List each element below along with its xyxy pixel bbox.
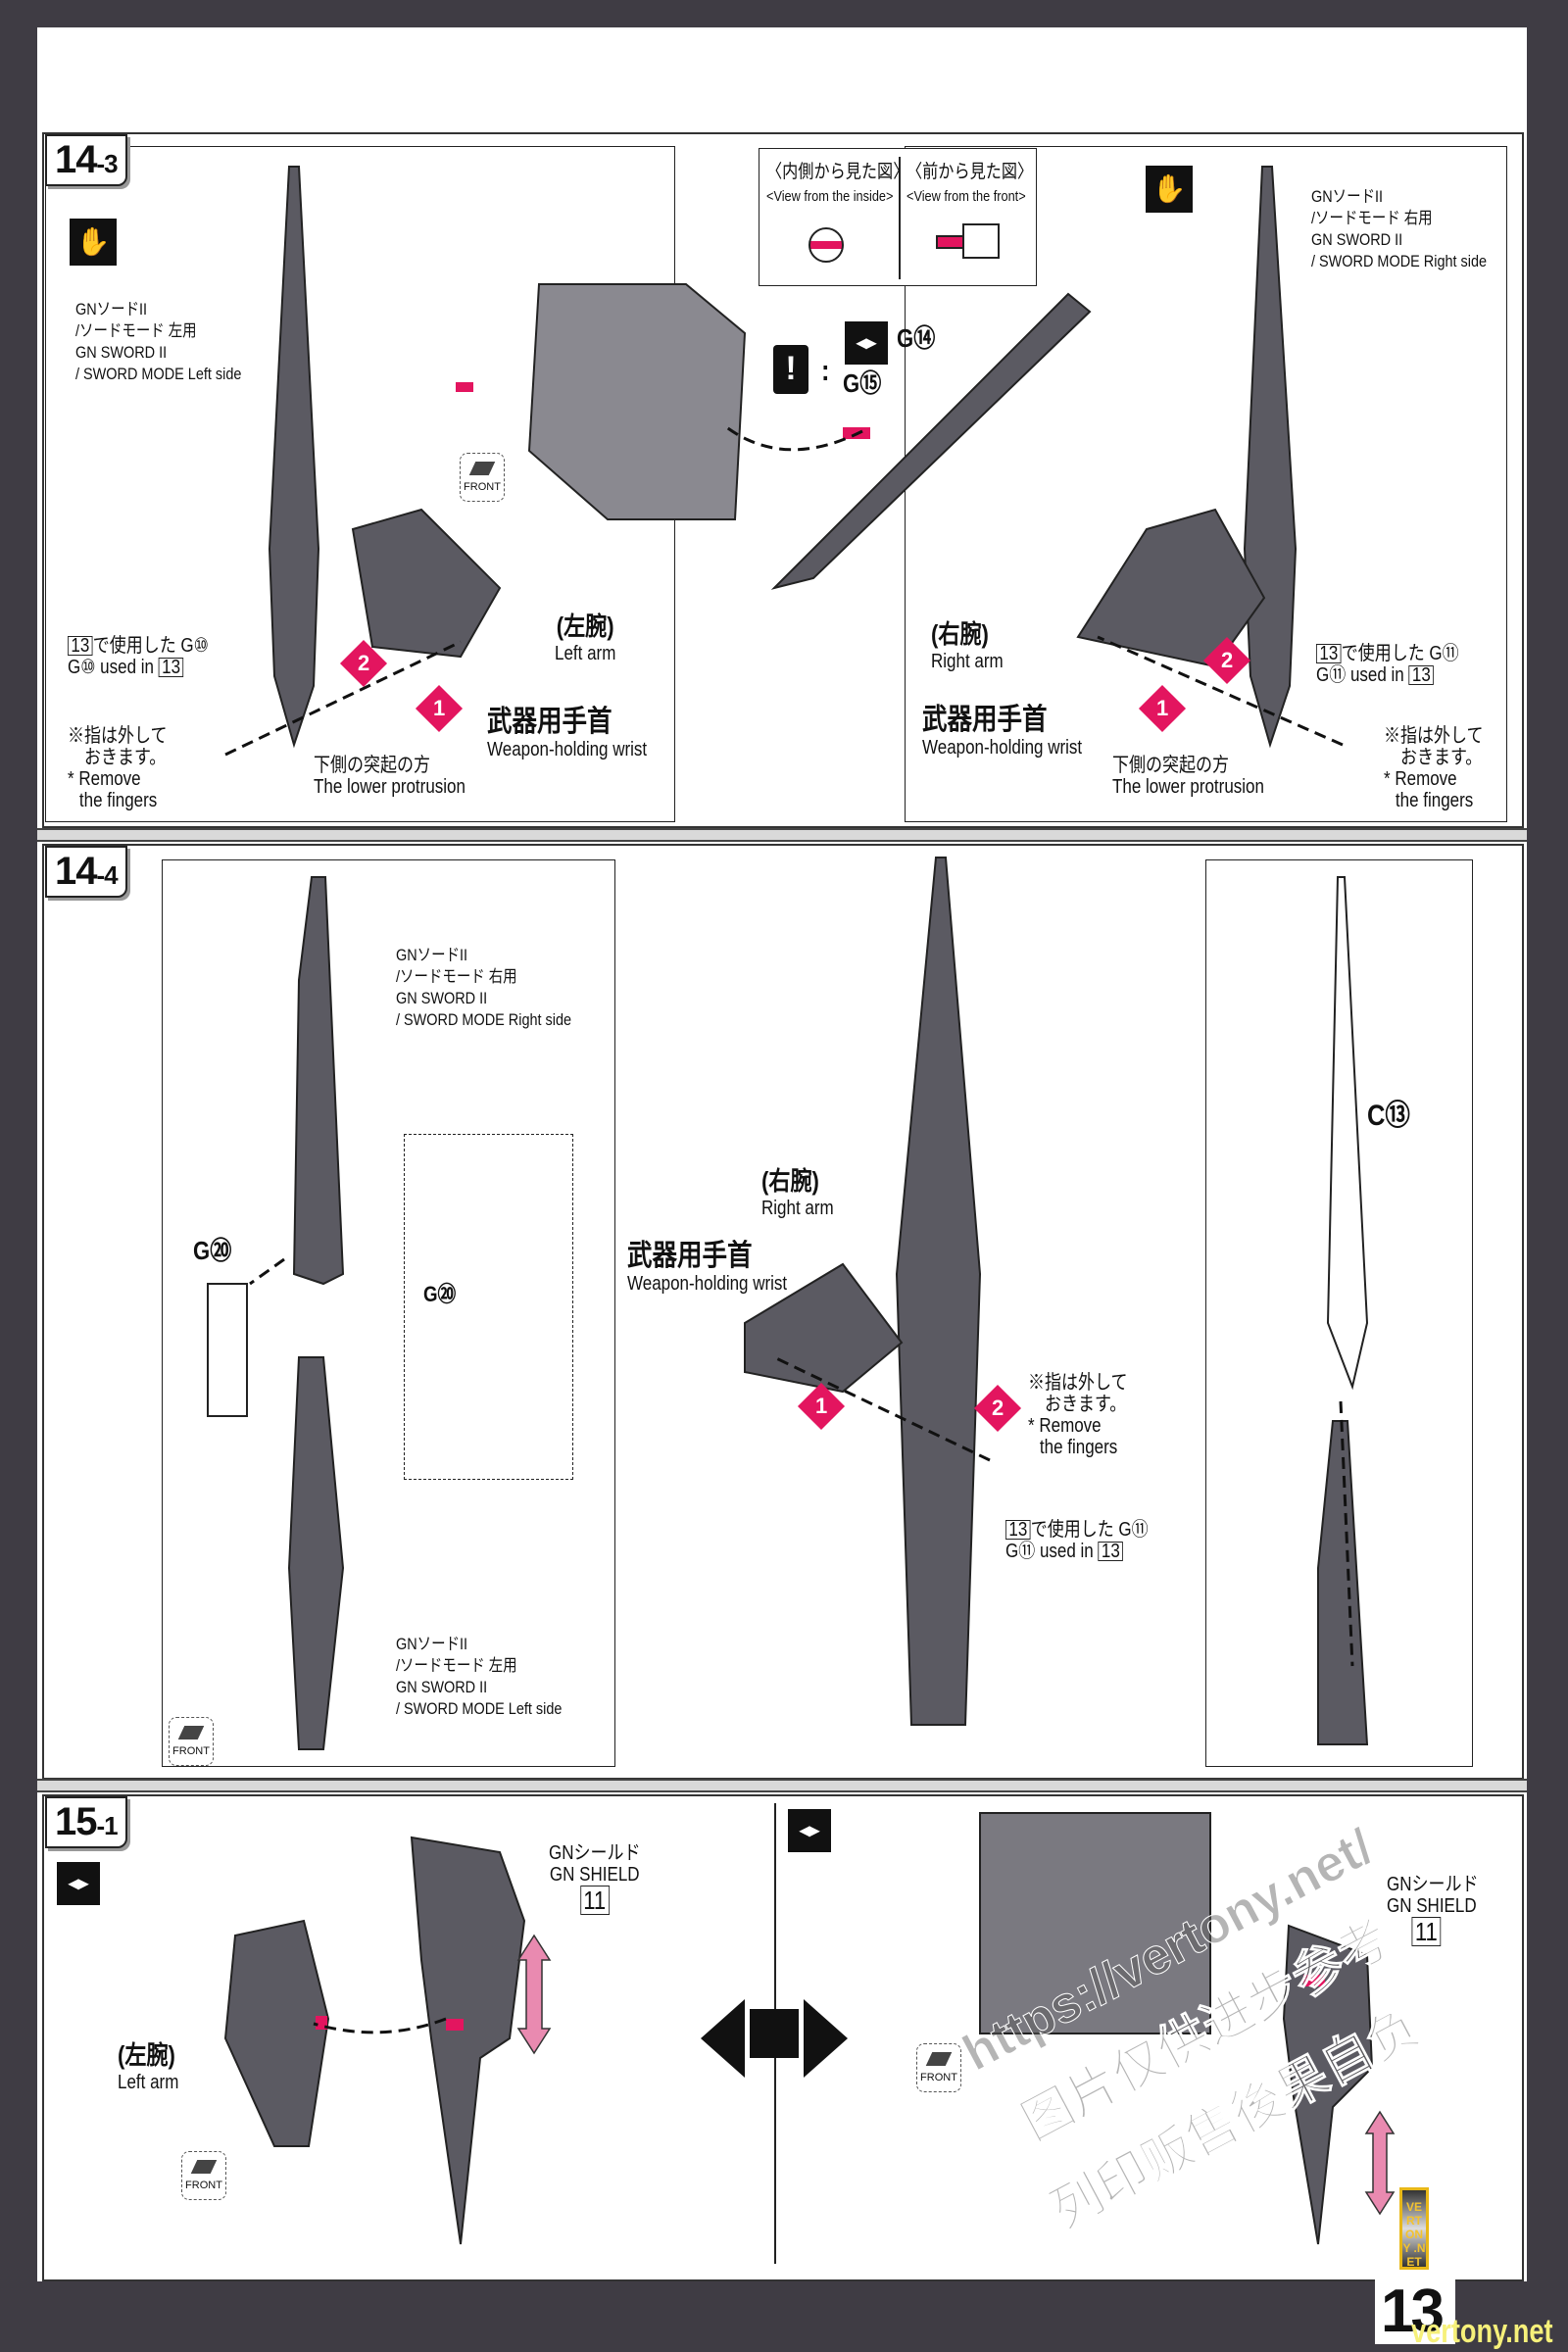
view-inside-en: <View from the inside>: [766, 188, 894, 205]
right-arm-label: (右腕)Right arm: [761, 1166, 834, 1219]
front-view-connector-icon: [936, 235, 965, 249]
wrist-14-4: [744, 1262, 904, 1394]
view-box: [759, 148, 1037, 286]
page-number: 13: [1375, 2279, 1455, 2344]
front-direction-icon: FRONT: [916, 2043, 961, 2092]
hand-swap-icon: ◂▸: [788, 1809, 831, 1852]
part-g14: G⑭: [897, 323, 936, 353]
part-g15: G⑮: [843, 368, 882, 398]
shield-left: [410, 1836, 526, 2245]
hand-left-icon: ✋: [70, 219, 117, 266]
sword-left-bottom-14-4: [287, 1356, 345, 1750]
wrist-right: [1076, 508, 1266, 668]
g20-inset: [404, 1134, 573, 1480]
arrow-wrist-14-4: [773, 1355, 991, 1462]
part-g20: [207, 1283, 248, 1417]
section-separator: [37, 828, 1527, 842]
inset-part-g20: G⑳: [423, 1282, 457, 1306]
footer-watermark: vertony.net: [1411, 2313, 1553, 2350]
arrow-g20: [249, 1257, 285, 1286]
left-arm-label: (左腕)Left arm: [555, 612, 616, 664]
arrow-g15-left: [724, 424, 863, 452]
sword-left-14-3: [268, 166, 320, 749]
front-direction-icon: FRONT: [460, 453, 505, 502]
vertony-logo: VERTONY .NET: [1399, 2187, 1429, 2270]
part-g20: G⑳: [193, 1236, 232, 1265]
view-inside-jp: 〈内側から見た図〉: [766, 162, 909, 182]
hand-swap-icon-box: [750, 2009, 799, 2058]
connection-point: [316, 2016, 327, 2030]
front-direction-icon: FRONT: [169, 1717, 214, 1766]
step-label-14-3: 14-3: [45, 134, 127, 186]
sword-center-14-4: [895, 857, 982, 1726]
wrist-left: [351, 508, 502, 659]
section-separator: [37, 1779, 1527, 1792]
sword-right-14-3: [1243, 166, 1298, 749]
caution-icon: !: [773, 345, 808, 394]
swap-arrow-left-icon: [701, 1999, 745, 2078]
step-label-15-1: 15-1: [45, 1796, 127, 1848]
connection-point: [1303, 1975, 1325, 1986]
arm-15-1: [223, 1919, 330, 2147]
arrow-wrist-right: [1097, 635, 1344, 747]
part-c13: C⑬: [1367, 1100, 1410, 1132]
step-label-14-4: 14-4: [45, 846, 127, 898]
sword-right-lower-14-4: [1317, 1420, 1369, 1745]
view-box-divider: [899, 157, 901, 279]
arrow-wrist-left: [224, 640, 462, 757]
arrow-c13: [1339, 1400, 1354, 1667]
arrow-shield: [313, 2017, 447, 2034]
hand-swap-icon: ◂▸: [845, 321, 888, 365]
front-view-part-icon: [962, 223, 1000, 259]
hand-right-icon: ✋: [1146, 166, 1193, 213]
swap-arrow-right-icon: [804, 1999, 848, 2078]
caution-colon: :: [821, 355, 830, 387]
mobile-suit-photo: [979, 1812, 1211, 2034]
left-arm-label: (左腕)Left arm: [118, 2040, 179, 2093]
slide-arrow-right: [1364, 2110, 1396, 2216]
blade-c13: [1326, 876, 1369, 1391]
sword-left-top-14-4: [292, 876, 345, 1286]
right-arm-label: (右腕)Right arm: [931, 619, 1004, 672]
shield-right: [1282, 1924, 1374, 2245]
connection-point: [456, 382, 473, 392]
mobile-suit-torso: [527, 283, 747, 520]
view-front-en: <View from the front>: [906, 188, 1026, 205]
front-direction-icon: FRONT: [181, 2151, 226, 2200]
sword-diagonal-14-3: [770, 292, 1092, 590]
view-front-jp: 〈前から見た図〉: [906, 162, 1034, 182]
hand-swap-icon: ◂▸: [57, 1862, 100, 1905]
inside-view-part-icon: [808, 227, 844, 263]
slide-arrow-left: [516, 1934, 552, 2055]
connection-point: [446, 2019, 464, 2031]
